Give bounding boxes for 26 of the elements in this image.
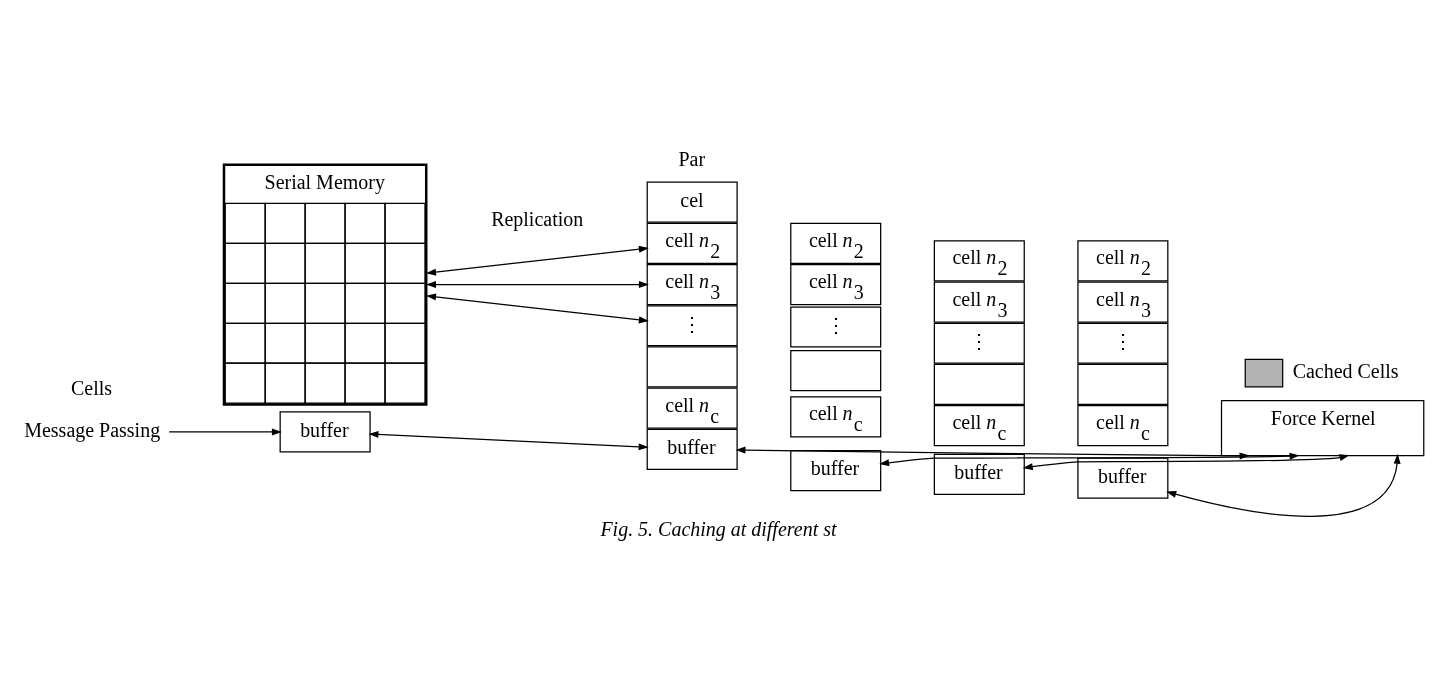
- label: Par: [678, 147, 706, 170]
- arrow: [168, 428, 282, 436]
- node-box: buffer: [279, 411, 371, 453]
- legend-label: Cached Cells: [1292, 359, 1399, 382]
- node-box: ⋮: [790, 306, 882, 348]
- node-box: buffer: [933, 453, 1025, 495]
- node-box: buffer: [1077, 457, 1169, 499]
- node-box: ⋮: [933, 322, 1025, 364]
- node-box: ⋮: [646, 305, 738, 347]
- node-box: ⋮: [1077, 322, 1169, 364]
- node-box: [646, 346, 738, 388]
- node-box: buffer: [790, 450, 882, 492]
- node-box: buffer: [646, 428, 738, 470]
- caption: Fig. 5. Caching at different st: [600, 518, 837, 541]
- arrow: [426, 281, 649, 289]
- arrow: [426, 245, 649, 276]
- arrow: [368, 430, 649, 451]
- node-box: [1077, 363, 1169, 406]
- label: Cells: [71, 377, 113, 400]
- node-box: cel: [646, 181, 738, 223]
- node-text: Message Passing: [24, 418, 161, 441]
- arrow: [426, 293, 649, 324]
- node-box: [933, 363, 1025, 406]
- label: Replication: [491, 207, 584, 230]
- node-box: Force Kernel: [1220, 400, 1425, 457]
- node-box: [790, 350, 882, 392]
